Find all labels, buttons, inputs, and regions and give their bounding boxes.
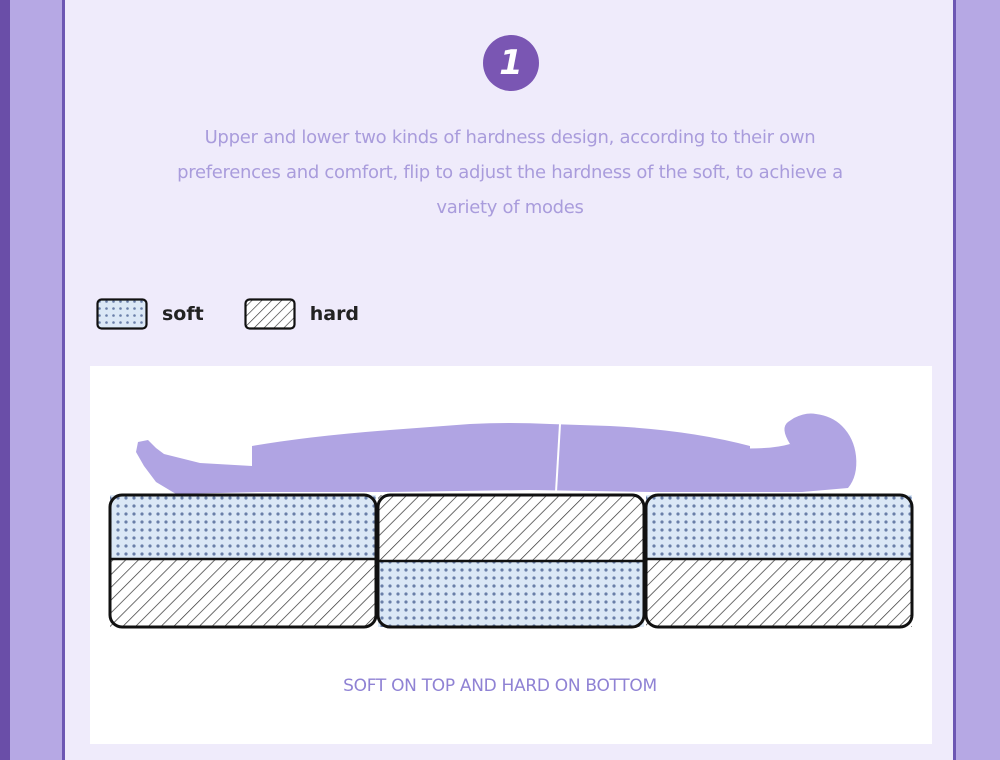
hard-swatch-icon	[244, 298, 296, 330]
legend-item-soft: soft	[96, 298, 204, 330]
legend: soft hard	[96, 298, 399, 330]
body-silhouette-icon	[136, 413, 857, 494]
mattress-segment-2	[376, 493, 646, 629]
diagram-caption: SOFT ON TOP AND HARD ON BOTTOM	[343, 676, 657, 696]
soft-swatch-icon	[96, 298, 148, 330]
left-edge-strip	[0, 0, 10, 760]
step-number: 1	[499, 43, 523, 83]
mattress-segment-3	[644, 493, 914, 629]
mattress-diagram: SOFT ON TOP AND HARD ON BOTTOM	[90, 366, 932, 744]
legend-label-hard: hard	[309, 303, 360, 325]
description-line-2: preferences and comfort, flip to adjust …	[177, 162, 843, 183]
step-badge: 1	[483, 35, 539, 91]
mattress-segment-1	[108, 493, 378, 629]
legend-item-hard: hard	[244, 298, 359, 330]
description-line-1: Upper and lower two kinds of hardness de…	[204, 127, 816, 148]
legend-label-soft: soft	[162, 303, 204, 325]
description-line-3: variety of modes	[436, 197, 584, 218]
mattress-illustration	[108, 413, 914, 629]
description-text: Upper and lower two kinds of hardness de…	[160, 120, 860, 225]
